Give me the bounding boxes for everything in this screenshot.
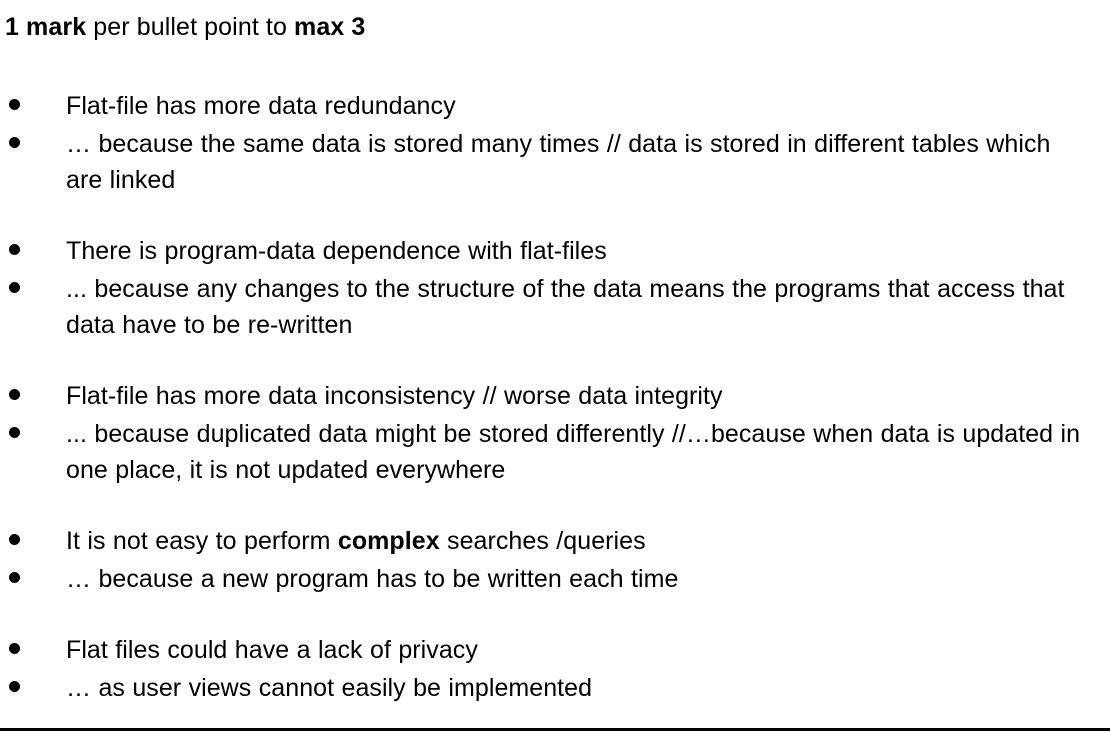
bullet-item: … as user views cannot easily be impleme… bbox=[0, 670, 1110, 706]
bullet-text: Flat-file has more data redundancy bbox=[66, 88, 1110, 124]
bullet-point-icon bbox=[9, 427, 20, 438]
page-heading: 1 mark per bullet point to max 3 bbox=[5, 12, 365, 42]
bullet-text: ... because any changes to the structure… bbox=[66, 271, 1110, 343]
bullet-text: Flat-file has more data inconsistency //… bbox=[66, 378, 1110, 414]
footer-divider bbox=[0, 728, 1110, 731]
bullet-text-segment: Flat-file has more data redundancy bbox=[66, 92, 456, 120]
bullet-text: It is not easy to perform complex search… bbox=[66, 523, 1110, 559]
bullet-text-segment: searches /queries bbox=[439, 527, 646, 555]
bullet-text-segment: It is not easy to perform bbox=[66, 527, 338, 555]
heading-middle-text: per bullet point to bbox=[86, 13, 295, 41]
bullet-point-icon bbox=[9, 389, 20, 400]
bullet-group: There is program-data dependence with fl… bbox=[0, 233, 1110, 343]
heading-max-value: max 3 bbox=[294, 13, 366, 41]
heading-mark-value: 1 mark bbox=[5, 13, 87, 41]
bullet-item: ... because duplicated data might be sto… bbox=[0, 416, 1110, 488]
bullet-item: Flat files could have a lack of privacy bbox=[0, 632, 1110, 668]
bullet-point-icon bbox=[9, 534, 20, 545]
bullet-text: ... because duplicated data might be sto… bbox=[66, 416, 1110, 488]
bullet-item: ... because any changes to the structure… bbox=[0, 271, 1110, 343]
bullet-point-icon bbox=[9, 99, 20, 110]
bullet-point-icon bbox=[9, 244, 20, 255]
bullet-group: Flat-file has more data inconsistency //… bbox=[0, 378, 1110, 488]
bullet-text: There is program-data dependence with fl… bbox=[66, 233, 1110, 269]
bullet-point-icon bbox=[9, 643, 20, 654]
bullet-group: Flat-file has more data redundancy … beca… bbox=[0, 88, 1110, 198]
bullet-point-icon bbox=[9, 282, 20, 293]
bullet-text-segment: There is program-data dependence with fl… bbox=[66, 237, 607, 265]
bullet-text-segment: ... because any changes to the structure… bbox=[66, 275, 1065, 339]
bullet-text-segment: Flat files could have a lack of privacy bbox=[66, 636, 478, 664]
bullet-item: … because the same data is stored many t… bbox=[0, 126, 1110, 198]
bullet-point-icon bbox=[9, 137, 20, 148]
bullet-item: Flat-file has more data inconsistency //… bbox=[0, 378, 1110, 414]
bullet-text: … as user views cannot easily be impleme… bbox=[66, 670, 1110, 706]
bullet-group: It is not easy to perform complex search… bbox=[0, 523, 1110, 597]
bullet-text: … because a new program has to be writte… bbox=[66, 561, 1110, 597]
bullet-text-segment: … because a new program has to be writte… bbox=[66, 565, 679, 593]
bullet-point-icon bbox=[9, 681, 20, 692]
bullet-text-segment: Flat-file has more data inconsistency //… bbox=[66, 382, 723, 410]
bullet-text-segment: … as user views cannot easily be impleme… bbox=[66, 674, 593, 702]
bullet-item: There is program-data dependence with fl… bbox=[0, 233, 1110, 269]
bullet-text-emphasis: complex bbox=[337, 527, 440, 555]
bullet-item: It is not easy to perform complex search… bbox=[0, 523, 1110, 559]
bullet-item: Flat-file has more data redundancy bbox=[0, 88, 1110, 124]
bullet-text-segment: … because the same data is stored many t… bbox=[66, 130, 1051, 194]
bullet-text-segment: ... because duplicated data might be sto… bbox=[66, 420, 1081, 484]
bullet-text: … because the same data is stored many t… bbox=[66, 126, 1110, 198]
bullet-group: Flat files could have a lack of privacy …… bbox=[0, 632, 1110, 706]
bullet-point-icon bbox=[9, 572, 20, 583]
bullet-text: Flat files could have a lack of privacy bbox=[66, 632, 1110, 668]
bullet-item: … because a new program has to be writte… bbox=[0, 561, 1110, 597]
bullet-list: Flat-file has more data redundancy … beca… bbox=[0, 88, 1110, 706]
